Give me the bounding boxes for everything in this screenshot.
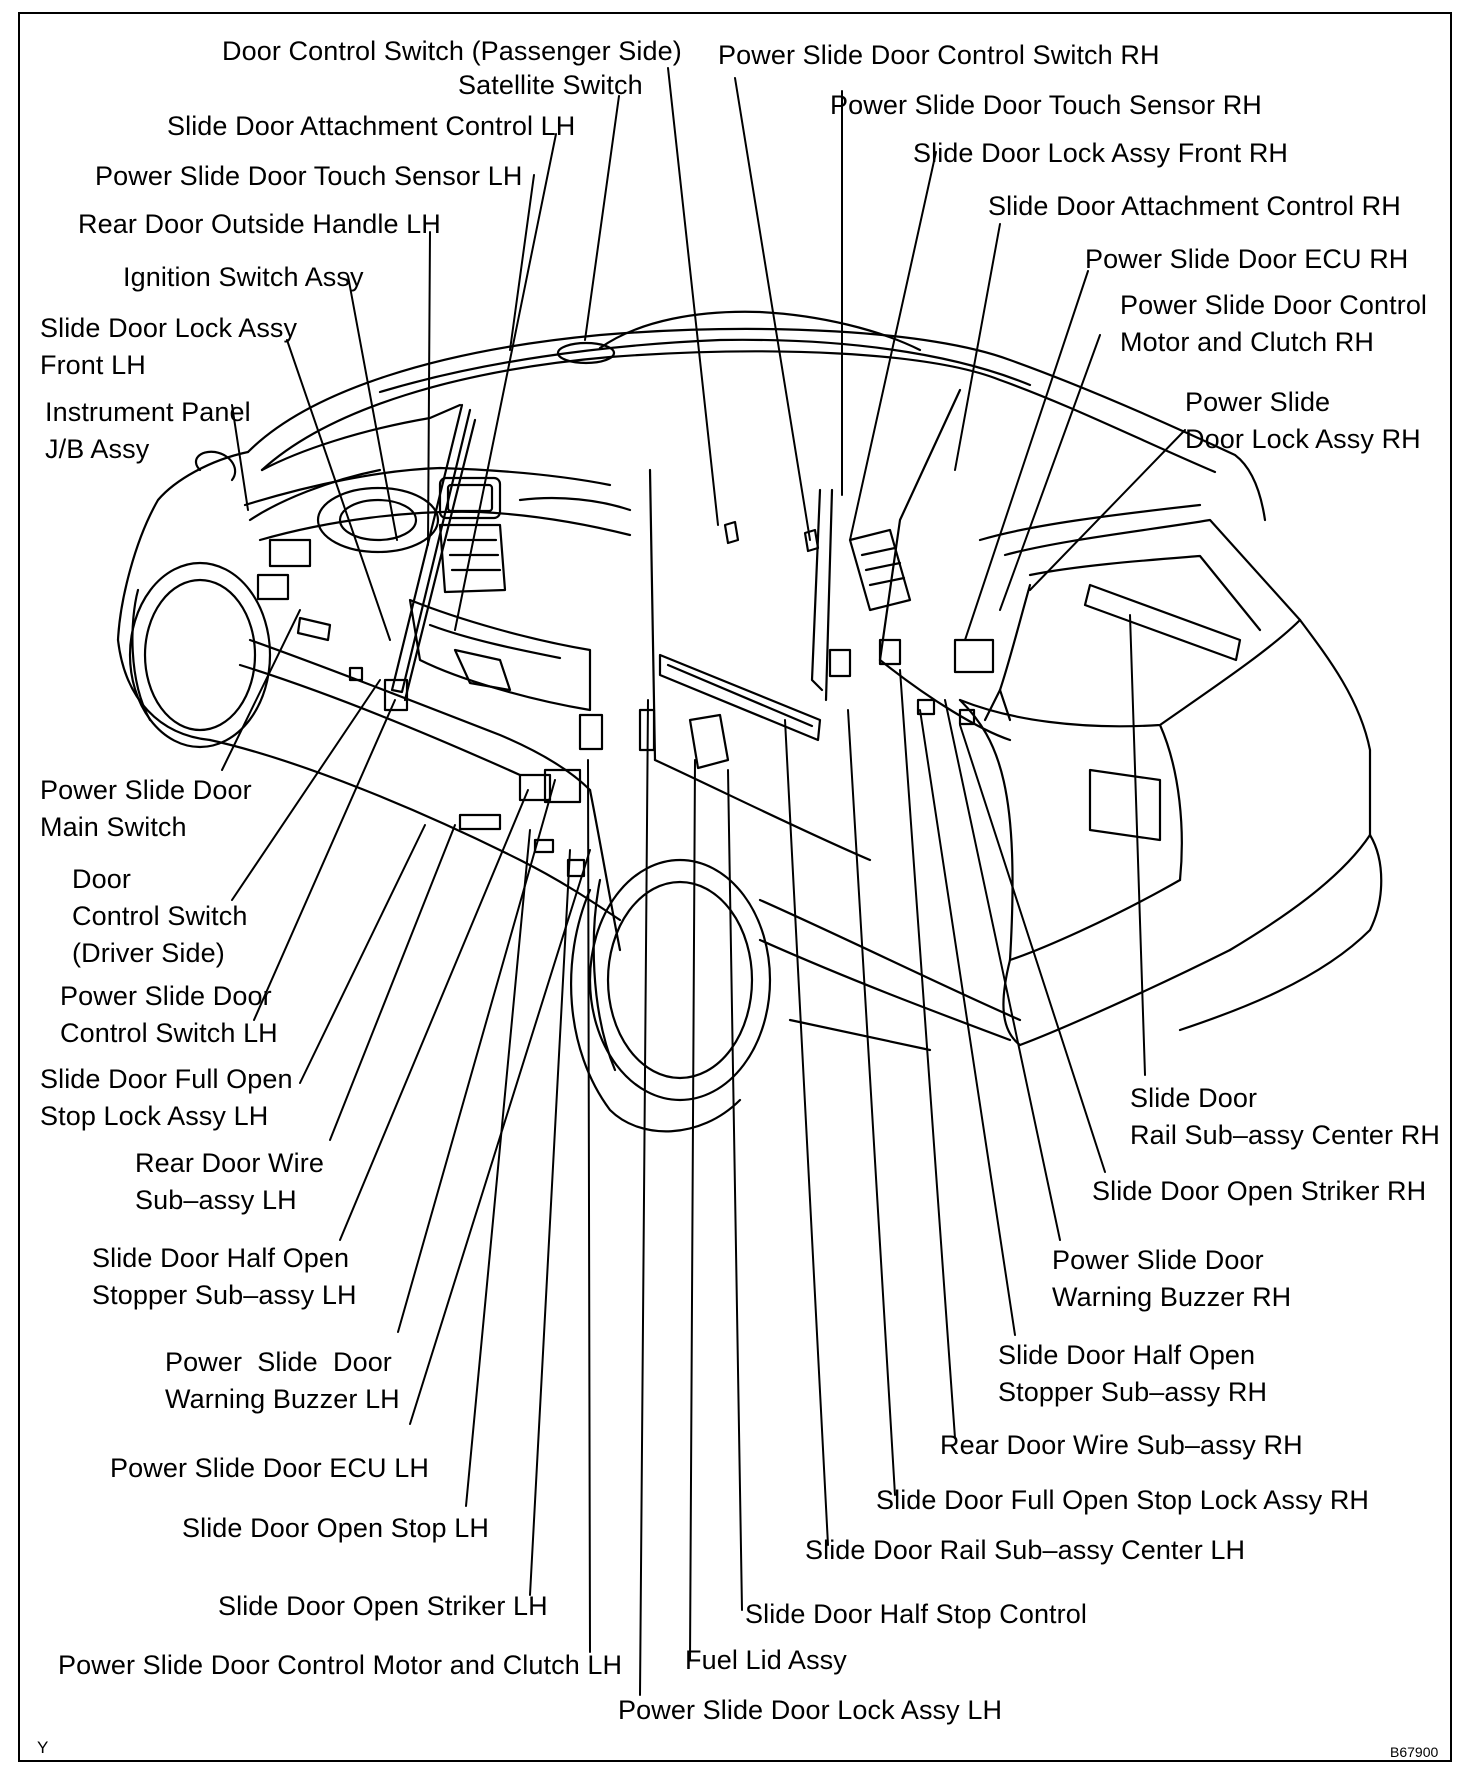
label-rear-door-wire-sub-assy-lh: Rear Door Wire Sub–assy LH (135, 1148, 324, 1215)
label-power-slide-door-main-switch: Power Slide Door Main Switch (40, 775, 252, 842)
label-power-slide-door-control-motor-clutch-rh: Power Slide Door Control Motor and Clutc… (1120, 290, 1428, 357)
label-satellite-switch: Satellite Switch (458, 70, 643, 100)
label-slide-door-lock-assy-front-rh: Slide Door Lock Assy Front RH (913, 138, 1289, 168)
label-slide-door-half-open-stopper-lh: Slide Door Half Open Stopper Sub–assy LH (92, 1243, 357, 1310)
label-power-slide-door-control-switch-lh: Power Slide Door Control Switch LH (60, 981, 278, 1048)
label-rear-door-wire-sub-assy-rh: Rear Door Wire Sub–assy RH (940, 1430, 1303, 1460)
label-slide-door-rail-center-lh: Slide Door Rail Sub–assy Center LH (805, 1535, 1246, 1565)
label-slide-door-half-stop-control: Slide Door Half Stop Control (745, 1599, 1087, 1629)
label-power-slide-door-ecu-rh: Power Slide Door ECU RH (1085, 244, 1409, 274)
label-power-slide-door-lock-assy-rh: Power Slide Door Lock Assy RH (1185, 387, 1421, 454)
label-slide-door-full-open-stop-lock-assy-lh: Slide Door Full Open Stop Lock Assy LH (40, 1064, 293, 1131)
label-power-slide-door-control-switch-rh: Power Slide Door Control Switch RH (718, 40, 1160, 70)
label-slide-door-attachment-control-lh: Slide Door Attachment Control LH (167, 111, 576, 141)
label-power-slide-door-touch-sensor-rh: Power Slide Door Touch Sensor RH (830, 90, 1262, 120)
label-slide-door-lock-assy-front-lh: Slide Door Lock Assy Front LH (40, 313, 298, 380)
view-letter: Y (37, 1738, 49, 1757)
label-power-slide-door-control-motor-clutch-lh: Power Slide Door Control Motor and Clutc… (58, 1650, 623, 1680)
figure-code: B67900 (1390, 1744, 1439, 1760)
label-power-slide-door-lock-assy-lh: Power Slide Door Lock Assy LH (618, 1695, 1003, 1725)
label-slide-door-open-striker-lh: Slide Door Open Striker LH (218, 1591, 548, 1621)
label-door-control-switch-driver: Door Control Switch (Driver Side) (72, 864, 248, 968)
diagram-frame (18, 12, 1452, 1762)
label-door-control-switch-passenger: Door Control Switch (Passenger Side) (222, 36, 682, 66)
label-slide-door-rail-center-rh: Slide Door Rail Sub–assy Center RH (1130, 1083, 1440, 1150)
label-power-slide-door-touch-sensor-lh: Power Slide Door Touch Sensor LH (95, 161, 523, 191)
label-slide-door-open-stop-lh: Slide Door Open Stop LH (182, 1513, 489, 1543)
label-slide-door-full-open-stop-lock-assy-rh: Slide Door Full Open Stop Lock Assy RH (876, 1485, 1370, 1515)
label-power-slide-door-ecu-lh: Power Slide Door ECU LH (110, 1453, 429, 1483)
label-rear-door-outside-handle-lh: Rear Door Outside Handle LH (78, 209, 441, 239)
label-ignition-switch-assy: Ignition Switch Assy (123, 262, 364, 292)
label-fuel-lid-assy: Fuel Lid Assy (685, 1645, 847, 1675)
label-slide-door-open-striker-rh: Slide Door Open Striker RH (1092, 1176, 1427, 1206)
label-slide-door-half-open-stopper-rh: Slide Door Half Open Stopper Sub–assy RH (998, 1340, 1268, 1407)
label-power-slide-door-warning-buzzer-lh: Power Slide Door Warning Buzzer LH (165, 1347, 400, 1414)
label-power-slide-door-warning-buzzer-rh: Power Slide Door Warning Buzzer RH (1052, 1245, 1292, 1312)
label-instrument-panel-jb-assy: Instrument Panel J/B Assy (45, 397, 251, 464)
label-slide-door-attachment-control-rh: Slide Door Attachment Control RH (988, 191, 1401, 221)
